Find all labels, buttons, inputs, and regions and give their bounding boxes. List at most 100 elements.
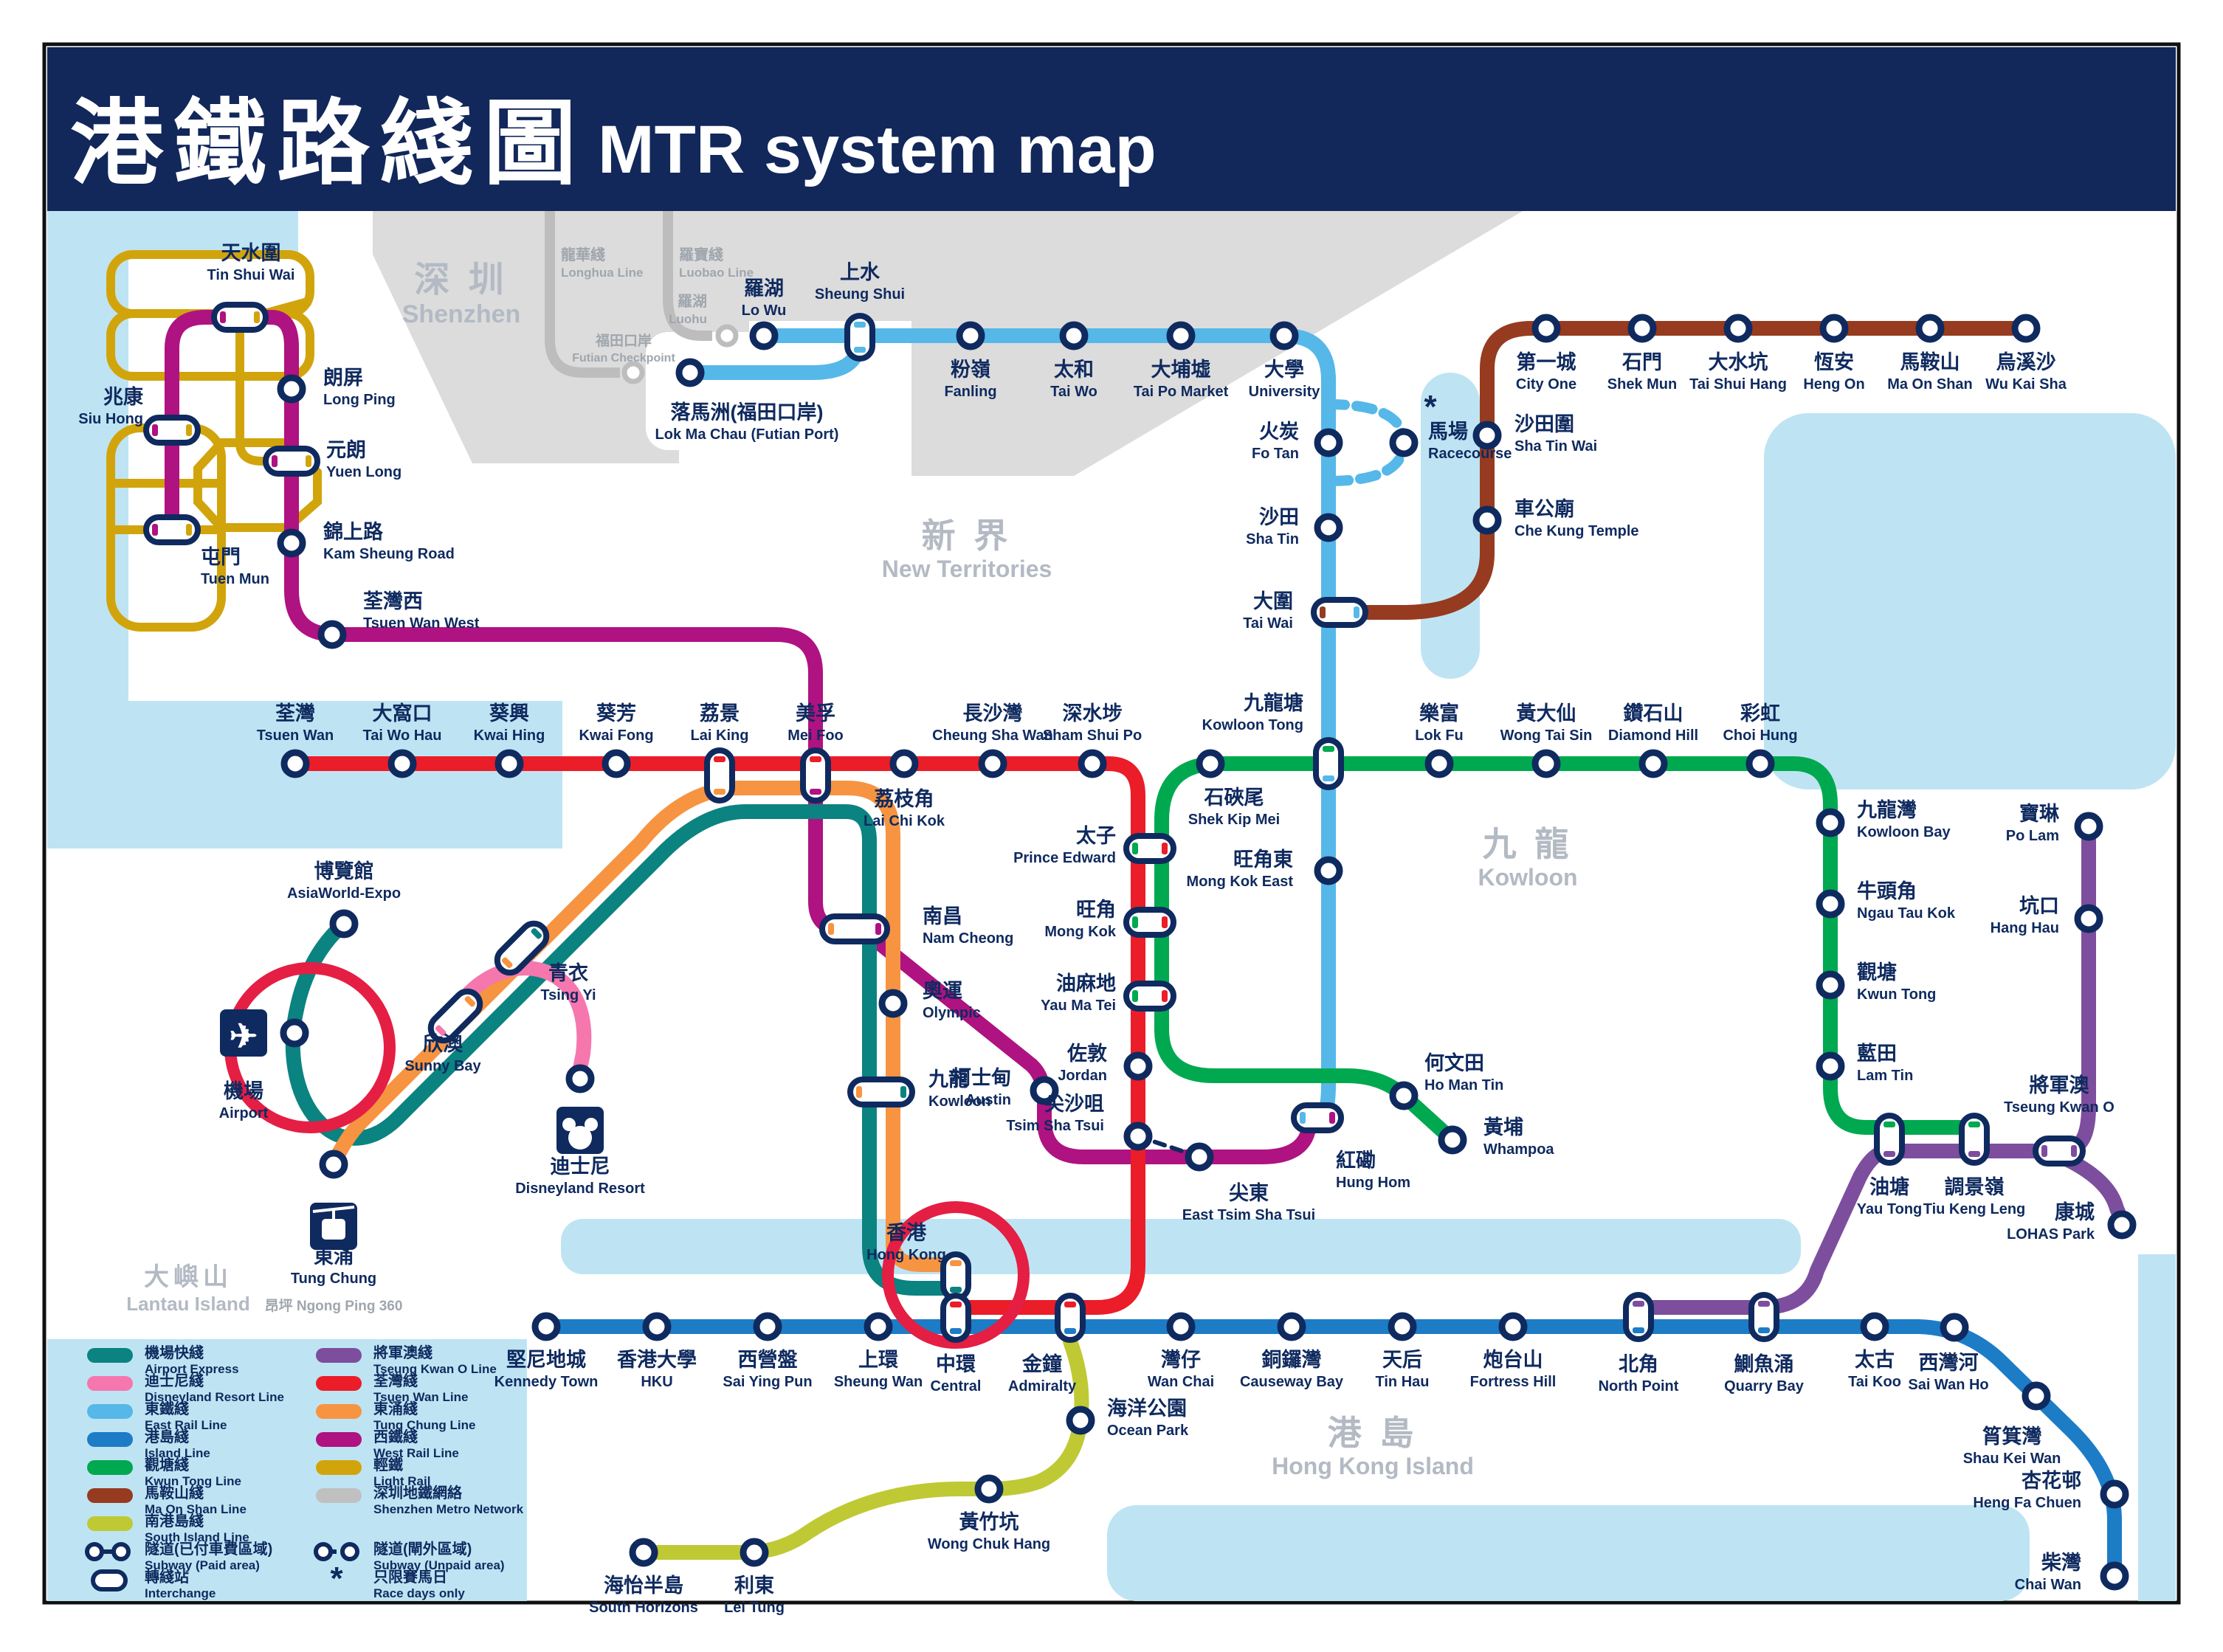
- legend-label-mol-en: Ma On Shan Line: [145, 1502, 247, 1516]
- mickey-ear: [585, 1118, 598, 1131]
- station-shek_kip_mei: [1196, 749, 1225, 778]
- station-label-racecourse-en: Racecourse: [1428, 446, 1512, 462]
- station-label-tung_chung-zh: 東涌: [314, 1245, 354, 1268]
- region-label-lantau_island-en: Lantau Island: [126, 1293, 250, 1315]
- legend-label-tcl-en: Tung Chung Line: [373, 1418, 475, 1432]
- station-asiaworld_expo: [329, 909, 359, 939]
- station-label-hang_hau-en: Hang Hau: [1991, 920, 2059, 936]
- station-label-ho_man_tin-zh: 何文田: [1424, 1051, 1484, 1074]
- station-pill: [1123, 833, 1176, 864]
- water-area: [47, 210, 128, 727]
- station-label-prince_edward-zh: 太子: [1076, 825, 1116, 847]
- station-lei_tung: [740, 1538, 769, 1567]
- station-quarry_bay: [1748, 1292, 1779, 1342]
- legend-label-lr-zh: 輕鐵: [373, 1456, 403, 1473]
- station-heng_on: [1819, 314, 1849, 343]
- station-kennedy_town: [531, 1312, 561, 1341]
- station-label-heng_fa_chuen-en: Heng Fa Chuen: [1973, 1495, 2081, 1511]
- station-label-lai_king-zh: 荔景: [700, 702, 740, 725]
- station-pill: [494, 920, 550, 976]
- station-label-hung_hom-en: Hung Hom: [1336, 1175, 1410, 1191]
- station-label-city_one-zh: 第一城: [1517, 350, 1576, 373]
- station-east_tsim_sha_tsui: [1185, 1142, 1214, 1172]
- station-fo_tan: [1314, 428, 1343, 457]
- station-tai_po_market: [1166, 321, 1196, 350]
- legend-label-race_days-zh: 只限賽馬日: [373, 1568, 447, 1586]
- station-pill: [844, 313, 875, 362]
- pill-tick-twl: [1162, 990, 1168, 1002]
- station-label-quarry_bay-en: Quarry Bay: [1724, 1378, 1805, 1394]
- line-kwun-tong: [1154, 756, 1972, 1147]
- station-label-kwai_fong-en: Kwai Fong: [579, 727, 653, 744]
- label-futian-checkpoint-en: Futian Checkpoint: [572, 352, 675, 364]
- station-label-hang_hau-zh: 坑口: [2019, 894, 2059, 917]
- legend-label-szn-zh: 深圳地鐵網絡: [373, 1484, 463, 1501]
- pill-tick-ktl: [1883, 1122, 1895, 1127]
- station-sai_ying_pun: [753, 1312, 782, 1341]
- station-hang_hau: [2074, 904, 2103, 933]
- station-label-sham_shui_po-en: Sham Shui Po: [1043, 727, 1142, 744]
- pill-tick-tcl: [856, 1086, 862, 1098]
- station-label-tuen_mun-zh: 屯門: [201, 546, 241, 568]
- station-label-sha_tin-zh: 沙田: [1259, 506, 1299, 528]
- station-label-siu_hong-en: Siu Hong: [78, 411, 143, 427]
- station-north_point: [1623, 1292, 1654, 1342]
- water-area: [47, 210, 298, 253]
- station-sha_tin: [1314, 513, 1343, 542]
- station-label-wong_chuk_hang-zh: 黃竹坑: [959, 1510, 1019, 1533]
- station-tsuen_wan_west: [317, 620, 347, 649]
- station-pill: [143, 514, 201, 545]
- region-label-hong_kong_island-zh: 港 島: [1328, 1414, 1419, 1452]
- station-label-sheung_wan-en: Sheung Wan: [834, 1374, 923, 1390]
- region-label-lantau_island-zh: 大嶼山: [144, 1263, 232, 1291]
- station-shek_mun: [1627, 314, 1657, 343]
- station-lok_fu: [1424, 749, 1454, 778]
- pill-tick-tkl: [1758, 1301, 1770, 1307]
- station-label-hku-en: HKU: [641, 1374, 672, 1390]
- station-lo_wu: [749, 321, 779, 350]
- station-label-che_kung_temple-zh: 車公廟: [1514, 497, 1574, 520]
- station-heng_fa_chuen: [2100, 1479, 2129, 1509]
- station-label-yuen_long-zh: 元朗: [326, 439, 366, 461]
- station-label-nam_cheong-en: Nam Cheong: [923, 930, 1013, 947]
- legend-label-ael-en: Airport Express: [145, 1362, 239, 1376]
- station-label-lo_wu-en: Lo Wu: [742, 303, 787, 319]
- station-fanling: [956, 321, 985, 350]
- station-label-hong_kong-en: Hong Kong: [866, 1247, 946, 1263]
- station-nam_cheong: [819, 913, 890, 944]
- station-hong_kong: [940, 1251, 971, 1302]
- station-label-lai_chi_kok-en: Lai Chi Kok: [864, 813, 945, 829]
- station-label-kam_sheung_road-en: Kam Sheung Road: [323, 546, 455, 562]
- station-tai_koo: [1860, 1312, 1889, 1341]
- legend-label-twl-zh: 荃灣綫: [373, 1372, 418, 1389]
- pill-tick-isl: [1064, 1328, 1076, 1334]
- legend-label-isl-zh: 港島綫: [145, 1428, 189, 1445]
- station-label-disneyland_resort-zh: 迪士尼: [551, 1155, 610, 1178]
- pill-tick-twl: [1162, 843, 1168, 854]
- station-label-admiralty-zh: 金鐘: [1021, 1352, 1062, 1375]
- pill-tick-ktl: [1323, 746, 1334, 752]
- station-pill: [1959, 1113, 1990, 1166]
- pill-tick-ktl: [1132, 990, 1138, 1002]
- station-label-tin_hau-en: Tin Hau: [1376, 1374, 1430, 1390]
- region-label-kowloon-en: Kowloon: [1478, 864, 1577, 891]
- pill-tick-twl: [1064, 1302, 1076, 1307]
- station-ocean_park: [1066, 1406, 1095, 1435]
- station-label-tin_hau-zh: 天后: [1382, 1349, 1422, 1371]
- station-label-ngau_tau_kok-en: Ngau Tau Kok: [1857, 905, 1956, 922]
- station-label-ocean_park-en: Ocean Park: [1107, 1423, 1189, 1439]
- station-label-tai_wo-en: Tai Wo: [1050, 384, 1097, 400]
- station-label-kennedy_town-zh: 堅尼地城: [506, 1349, 586, 1371]
- station-label-nam_cheong-zh: 南昌: [923, 905, 962, 927]
- station-tsuen_wan: [280, 749, 310, 778]
- pill-tick-tkl: [1968, 1151, 1980, 1157]
- legend-swatch-erl: [87, 1404, 133, 1419]
- station-pill: [704, 747, 735, 803]
- station-label-wong_tai_sin-zh: 黃大仙: [1517, 702, 1576, 725]
- station-tsing_yi: [494, 920, 550, 976]
- station-pill: [211, 302, 269, 333]
- legend-label-erl-zh: 東鐵綫: [145, 1400, 189, 1417]
- station-label-yau_tong-en: Yau Tong: [1857, 1201, 1923, 1217]
- station-label-lo_wu-zh: 羅湖: [744, 277, 784, 300]
- station-shau_kei_wan: [2022, 1381, 2051, 1411]
